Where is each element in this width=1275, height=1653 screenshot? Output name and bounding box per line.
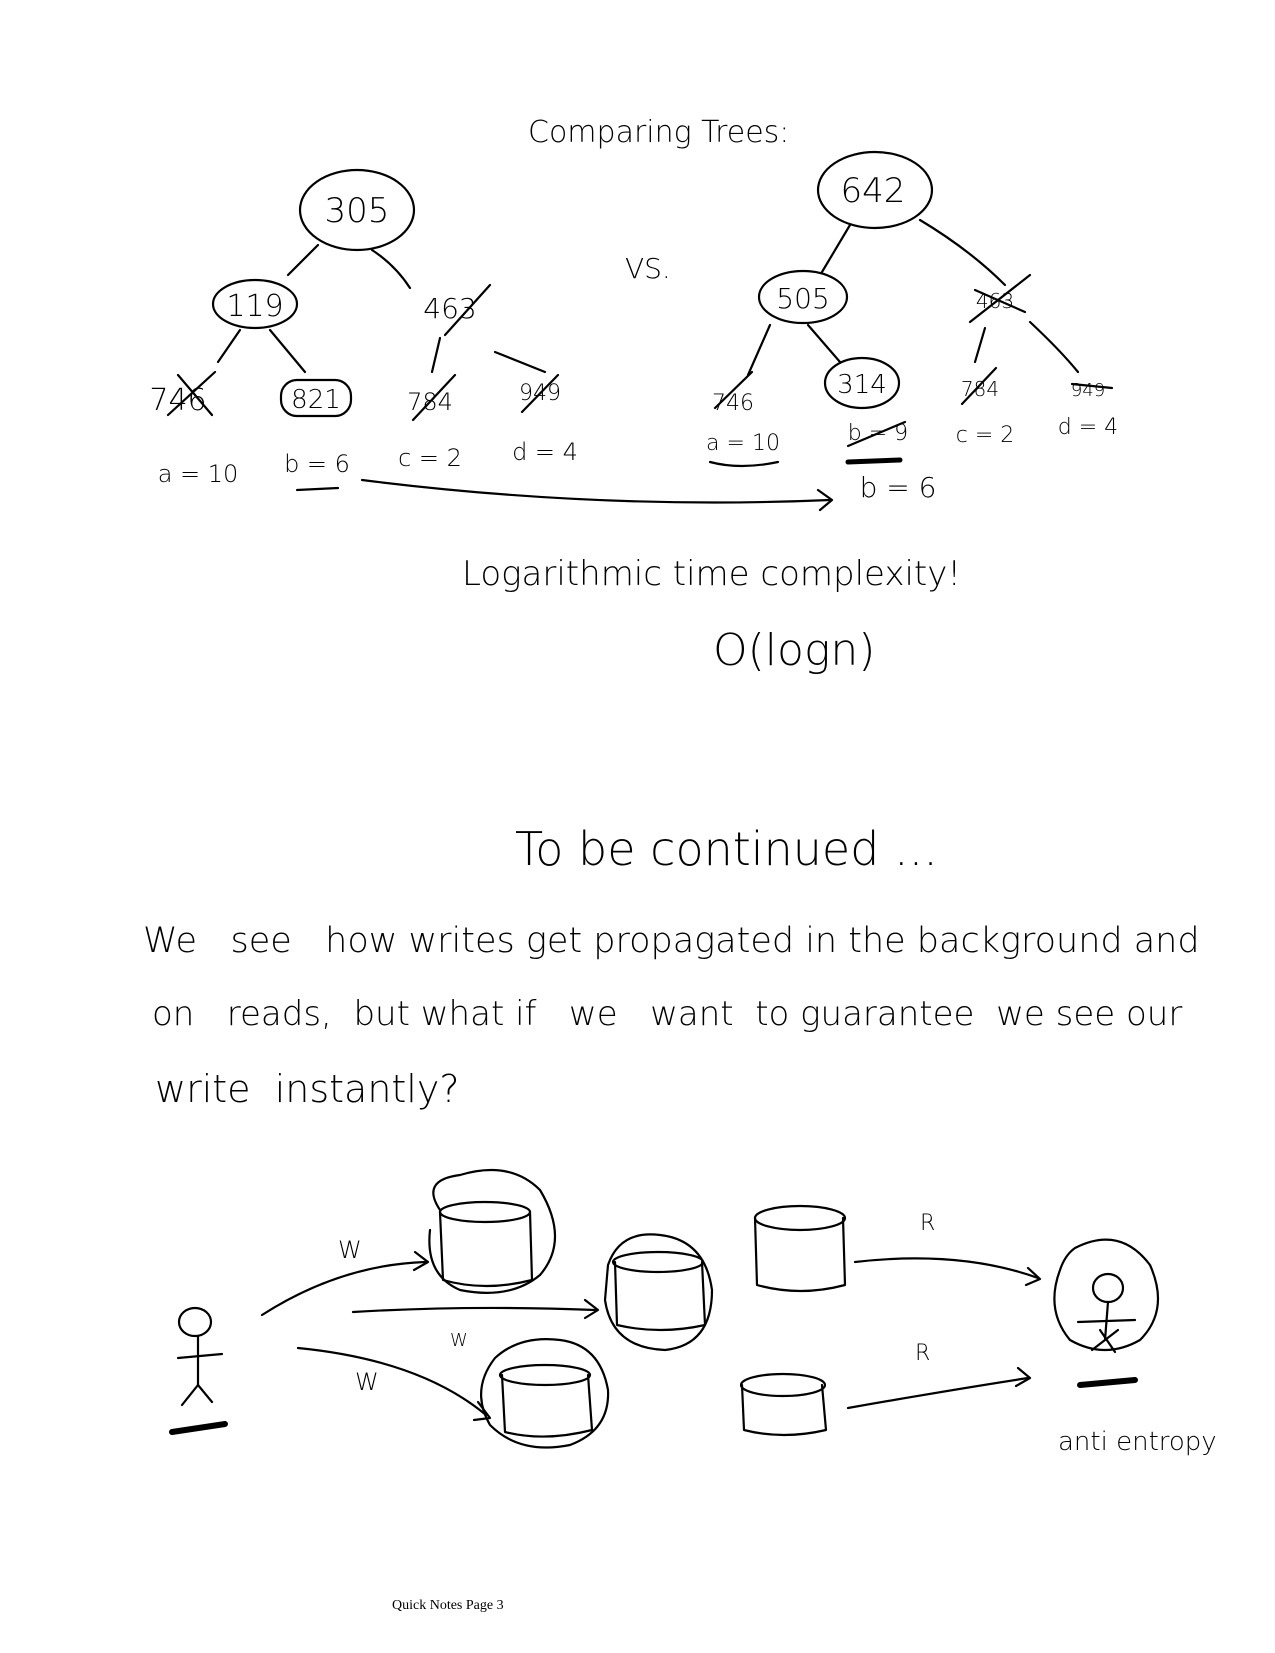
arrowhead: [412, 1250, 430, 1272]
database-replica: [753, 1204, 847, 1293]
right-inner-node: [757, 269, 849, 325]
kv-pair: a = 10: [158, 460, 239, 488]
strike-mark: [846, 420, 907, 448]
versus-label: VS.: [625, 252, 671, 285]
right-inner-hash: 505: [776, 282, 829, 315]
kv-pair: d = 4: [512, 438, 578, 466]
left-inner-hash: 119: [226, 289, 283, 324]
edge: [493, 350, 547, 374]
strike-mark: [1070, 382, 1114, 390]
big-o-notation: O(logn): [713, 625, 875, 676]
edge: [216, 328, 242, 364]
edge: [973, 326, 987, 364]
arrowhead: [583, 1298, 600, 1320]
leaf-hash: 949: [1071, 380, 1105, 401]
kv-pair: a = 10: [706, 431, 780, 456]
left-root-hash: 305: [325, 191, 390, 231]
replication-diagram: W W W: [169, 1168, 1217, 1457]
edge: [806, 323, 842, 364]
write-label: W: [355, 1368, 379, 1396]
anti-entropy-caption: anti entropy: [1058, 1427, 1217, 1457]
kv-pair: c = 2: [398, 444, 462, 472]
strike-mark: [713, 370, 754, 410]
underline-mark: [295, 486, 340, 492]
underline-mark: [708, 460, 780, 468]
database-replica: [603, 1233, 714, 1352]
updated-kv-pair: b = 6: [860, 471, 937, 504]
reader-stick-figure: [1053, 1238, 1160, 1388]
strike-mark: [411, 373, 457, 422]
paragraph-line-1: We see how writes get propagated in the …: [143, 921, 1200, 961]
kv-pair: b = 6: [284, 450, 350, 478]
database-replica: [739, 1372, 828, 1437]
edge: [746, 323, 772, 377]
edge: [286, 243, 320, 277]
read-label: R: [915, 1341, 930, 1366]
read-arrow: [853, 1257, 1040, 1280]
continued-heading: To be continued ...: [515, 822, 938, 876]
edge: [370, 248, 412, 290]
edge: [820, 223, 852, 274]
complexity-caption: Logarithmic time complexity!: [462, 554, 961, 594]
underline-mark: [845, 457, 903, 465]
leaf-hash: 821: [291, 385, 341, 415]
kv-pair: d = 4: [1058, 415, 1118, 440]
write-arrow: [351, 1306, 597, 1314]
kv-pair: c = 2: [956, 423, 1015, 448]
edge: [1028, 320, 1080, 374]
propagation-arrow: [360, 478, 832, 504]
left-root-node: [298, 168, 416, 252]
read-label: R: [920, 1211, 935, 1236]
arrowhead: [1024, 1266, 1042, 1287]
client-stick-figure: [169, 1306, 228, 1435]
write-label: W: [338, 1236, 362, 1264]
paragraph-line-3: write instantly?: [155, 1067, 460, 1111]
write-arrow: [296, 1346, 488, 1417]
edge: [268, 328, 307, 374]
right-root-hash: 642: [841, 171, 906, 211]
write-arrow: [260, 1260, 427, 1317]
arrowhead: [816, 488, 834, 512]
arrowhead: [1014, 1366, 1032, 1388]
strike-mark: [968, 273, 1032, 324]
database-replica: [428, 1168, 557, 1294]
leaf-node-highlighted: [823, 356, 901, 410]
edge: [430, 336, 442, 374]
leaf-node-highlighted: [279, 378, 353, 418]
right-merkle-tree: 642 505 463 746 314 784 949 a = 10 b = 9…: [706, 150, 1118, 504]
page-title: Comparing Trees:: [528, 115, 789, 150]
page-footer: Quick Notes Page 3: [392, 1598, 504, 1613]
strike-mark: [960, 366, 998, 406]
right-root-node: [816, 150, 934, 230]
paragraph-line-2: on reads, but what if we want to guarant…: [152, 994, 1182, 1034]
database-replica: [480, 1338, 610, 1449]
write-label: W: [450, 1330, 468, 1351]
leaf-hash: 784: [961, 377, 999, 401]
strike-mark: [520, 373, 560, 414]
edge: [918, 218, 1007, 287]
leaf-hash: 314: [837, 370, 887, 400]
strike-mark: [443, 283, 492, 337]
strike-mark: [166, 370, 217, 417]
left-merkle-tree: 305 119 463 746 821 784 949 a = 10 b = 6…: [149, 168, 578, 492]
left-inner-node: [211, 278, 299, 330]
read-arrow: [846, 1376, 1030, 1410]
